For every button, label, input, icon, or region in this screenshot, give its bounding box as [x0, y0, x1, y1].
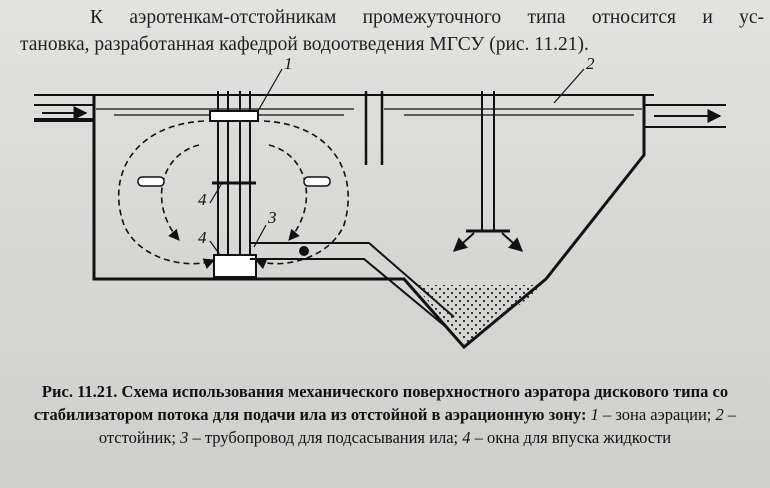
settler-well [452, 91, 524, 252]
intro-line-1: К аэротенкам-отстойникам промежуточного … [90, 7, 764, 28]
caption-text-2: – отстойник; [98, 405, 737, 447]
aerator-shaft [209, 91, 259, 278]
caption-num-3: 3 [180, 428, 189, 447]
caption-text-4: – окна для впуска жидкости [470, 428, 672, 447]
callout-3: 3 [267, 208, 277, 227]
inlet-pipe [34, 104, 94, 122]
caption-text-1: – зона аэрации; [598, 405, 716, 424]
callout-2: 2 [586, 55, 595, 73]
settled-sludge [414, 285, 546, 345]
intro-line-2: тановка, разработанная кафедрой водоотве… [20, 34, 589, 55]
figure-diagram: 1 2 3 4 4 [14, 55, 744, 365]
caption-text-3: – трубопровод для подсасывания ила; [188, 428, 463, 447]
caption-num-4: 4 [462, 428, 471, 447]
tank-walls [34, 94, 654, 350]
callouts [209, 68, 585, 256]
caption-title: Рис. 11.21. Схема использования механиче… [33, 382, 729, 424]
aerotank-diagram: 1 2 3 4 4 [34, 55, 726, 350]
intro-paragraph: К аэротенкам-отстойникам промежуточного … [20, 4, 764, 58]
outlet-pipe [644, 104, 726, 128]
callout-4-upper: 4 [198, 190, 207, 209]
partition-wall [364, 91, 384, 165]
callout-4-lower: 4 [198, 228, 207, 247]
caption-num-1: 1 [590, 405, 599, 424]
callout-1: 1 [284, 55, 293, 73]
water-surface [96, 108, 642, 116]
sludge-pipeline [249, 242, 455, 328]
caption-num-2: 2 [715, 405, 724, 424]
figure-caption: Рис. 11.21. Схема использования механиче… [14, 380, 756, 449]
liquid-inlet-windows [137, 176, 331, 187]
